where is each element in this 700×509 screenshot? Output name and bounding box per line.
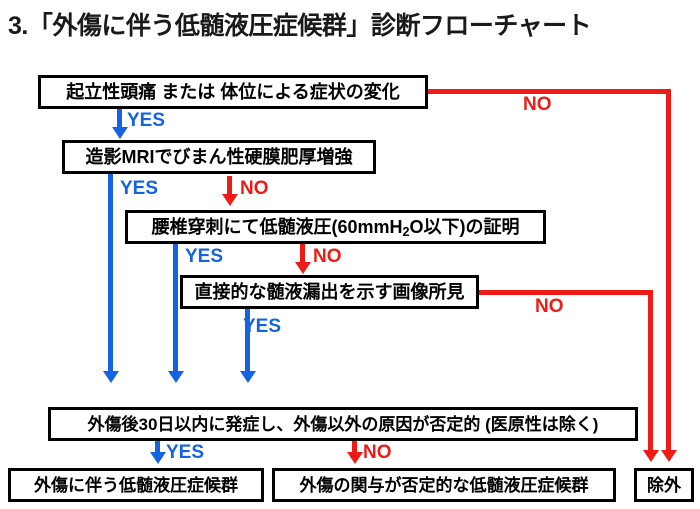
edge-mri-yes-line <box>108 174 113 373</box>
edge-orthostatic-no-hline <box>426 89 671 94</box>
edge-orthostatic-yes-arrowhead <box>111 127 128 139</box>
edge-lumbar-yes-arrowhead <box>167 371 184 383</box>
node-diagnosis-not-trauma-related[interactable]: 外傷の関与が否定的な低髄液圧症候群 <box>272 468 616 502</box>
node-excluded-label: 除外 <box>647 475 681 495</box>
edge-label-thirty-yes: YES <box>166 442 205 463</box>
edge-label-lumbar-yes: YES <box>185 246 224 267</box>
edge-thirty-no-arrowhead <box>346 452 363 464</box>
node-onset-within-30-days[interactable]: 外傷後30日以内に発症し、外傷以外の原因が否定的 (医原性は除く) <box>48 407 638 441</box>
edge-thirty-yes-arrowhead <box>149 452 166 464</box>
node-lumbar-puncture[interactable]: 腰椎穿刺にて低髄液圧(60mmH2O以下)の証明 <box>125 210 546 244</box>
node-diagnosis-trauma-related[interactable]: 外傷に伴う低髄液圧症候群 <box>8 468 264 502</box>
edge-label-thirty-no: NO <box>363 442 392 463</box>
edge-orthostatic-no-vline <box>666 89 671 451</box>
node-diagnosis-not-trauma-related-label: 外傷の関与が否定的な低髄液圧症候群 <box>299 475 589 495</box>
node-excluded[interactable]: 除外 <box>634 468 694 502</box>
edge-leak-yes-line <box>245 309 250 373</box>
node-contrast-mri-label: 造影MRIでびまん性硬膜肥厚増強 <box>85 147 353 167</box>
edge-leak-no-arrowhead <box>642 450 659 462</box>
edge-mri-no-line <box>227 176 232 196</box>
edge-label-leak-yes: YES <box>243 316 282 337</box>
edge-label-orthostatic-no: NO <box>523 94 552 115</box>
edge-orthostatic-yes-line <box>117 109 122 129</box>
edge-mri-yes-arrowhead <box>102 371 119 383</box>
edge-leak-no-hline <box>477 290 653 295</box>
edge-orthostatic-no-arrowhead <box>660 450 677 462</box>
node-lumbar-post: O以下)の証明 <box>409 217 520 237</box>
node-csf-leak-imaging-label: 直接的な髄液漏出を示す画像所見 <box>194 282 465 302</box>
edge-thirty-no-line <box>352 441 357 454</box>
edge-mri-no-arrowhead <box>221 194 238 206</box>
edge-label-leak-no: NO <box>535 296 564 317</box>
edge-lumbar-no-line <box>300 244 305 264</box>
edge-label-lumbar-no: NO <box>313 246 342 267</box>
node-csf-leak-imaging[interactable]: 直接的な髄液漏出を示す画像所見 <box>180 275 479 309</box>
edge-lumbar-no-arrowhead <box>294 262 311 274</box>
node-diagnosis-trauma-related-label: 外傷に伴う低髄液圧症候群 <box>34 475 238 495</box>
node-lumbar-subscript: 2 <box>402 225 410 239</box>
node-onset-within-30-days-label: 外傷後30日以内に発症し、外傷以外の原因が否定的 (医原性は除く) <box>87 414 599 434</box>
edge-label-orthostatic-yes: YES <box>127 110 166 131</box>
node-orthostatic-headache[interactable]: 起立性頭痛 または 体位による症状の変化 <box>38 75 428 109</box>
edge-label-mri-yes: YES <box>120 178 159 199</box>
node-orthostatic-headache-label: 起立性頭痛 または 体位による症状の変化 <box>66 82 400 102</box>
node-lumbar-puncture-label: 腰椎穿刺にて低髄液圧(60mmH2O以下)の証明 <box>151 217 520 239</box>
edge-leak-yes-arrowhead <box>239 371 256 383</box>
edge-label-mri-no: NO <box>240 178 269 199</box>
edge-leak-no-vline <box>648 290 653 451</box>
page-title: 3.「外傷に伴う低髄液圧症候群」診断フローチャート <box>8 12 592 40</box>
edge-lumbar-yes-line <box>173 244 178 373</box>
node-lumbar-pre: 腰椎穿刺にて低髄液圧(60mmH <box>151 217 403 237</box>
edge-thirty-yes-line <box>155 441 160 454</box>
node-contrast-mri[interactable]: 造影MRIでびまん性硬膜肥厚増強 <box>62 140 376 174</box>
